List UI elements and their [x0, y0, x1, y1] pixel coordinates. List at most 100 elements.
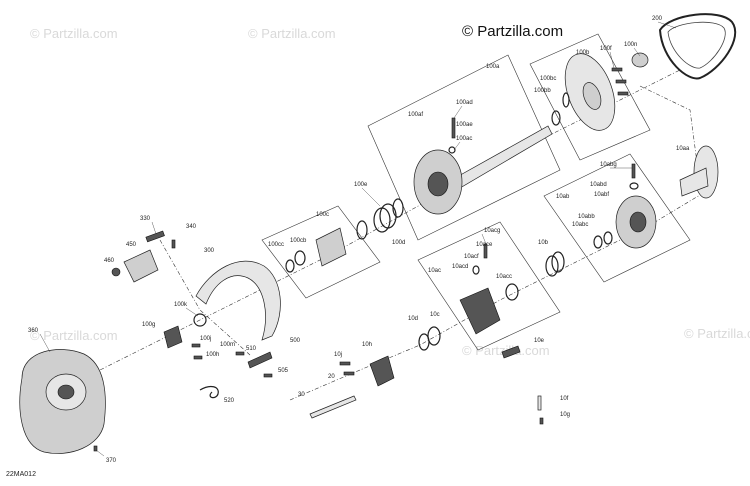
callout-100bb: 100bb: [534, 88, 551, 94]
callout-10b: 10b: [538, 240, 549, 246]
retainer-100g: [163, 325, 183, 349]
callout-100d: 100d: [392, 240, 405, 246]
callout-10aa: 10aa: [676, 146, 690, 152]
washer-100k: [193, 313, 207, 327]
screw-10j: [339, 361, 351, 366]
bolt-10abg: [631, 163, 636, 179]
ring-100cc: [294, 250, 306, 266]
callout-10ace: 10ace: [476, 242, 493, 248]
callout-520: 520: [224, 398, 235, 404]
sheave-core: [629, 211, 647, 233]
belt-inner: [667, 21, 726, 69]
callout-20: 20: [328, 374, 335, 380]
callout-10abb: 10abb: [578, 214, 595, 220]
brand-logo: © Partzilla.com: [462, 23, 563, 40]
callout-10acg: 10acg: [484, 228, 500, 234]
callout-100h: 100h: [206, 352, 219, 358]
screw-505: [263, 373, 273, 378]
callout-100ae: 100ae: [456, 122, 473, 128]
group-box-100a: [367, 54, 561, 241]
watermark: © Partzilla.com: [684, 326, 750, 341]
callout-10abf: 10abf: [594, 192, 609, 198]
screw-370: [93, 445, 98, 452]
callout-510: 510: [246, 346, 257, 352]
callout-10f: 10f: [560, 396, 569, 402]
housing-core: [57, 384, 75, 400]
nut-100n: [631, 52, 649, 68]
washer-10abd: [629, 182, 639, 190]
pin-10f: [537, 395, 542, 411]
ring-10acd: [472, 265, 480, 275]
callout-300: 300: [204, 248, 215, 254]
screw-10g: [539, 417, 544, 425]
washer-100bb: [551, 110, 561, 126]
callout-10g: 10g: [560, 412, 570, 418]
callout-500: 500: [290, 338, 301, 344]
screw-100f-c: [617, 91, 629, 96]
ring-10acc: [505, 283, 519, 301]
callout-100m: 100m: [220, 342, 235, 348]
ring-100cb: [285, 259, 295, 273]
callout-100ad: 100ad: [456, 100, 473, 106]
bolt-10ace: [483, 243, 488, 259]
callout-labels: 200 100n 100f 100b 100a 100bc 100bb 100a…: [28, 16, 690, 464]
leader-lines: [39, 21, 677, 457]
callout-10acc: 10acc: [496, 274, 512, 280]
ring-10c: [427, 326, 441, 346]
callout-100c: 100c: [316, 212, 329, 218]
callout-100k: 100k: [174, 302, 188, 308]
sheave-hub: [582, 82, 602, 110]
screw-100f: [611, 67, 623, 72]
ring-100e: [392, 198, 404, 218]
screw-100h: [193, 355, 203, 360]
washer-100bc: [562, 92, 570, 108]
callout-10c: 10c: [430, 312, 440, 318]
drive-belt: [658, 13, 737, 80]
screw-20: [343, 371, 355, 376]
callout-10j: 10j: [334, 352, 342, 358]
ring-10abb: [603, 231, 613, 245]
callout-10ac: 10ac: [428, 268, 441, 274]
callout-100bc: 100bc: [540, 76, 556, 82]
belt-guard-300: [195, 260, 281, 341]
callout-200: 200: [652, 16, 663, 22]
callout-340: 340: [186, 224, 197, 230]
axis-line: [639, 85, 699, 191]
bracket-500: [247, 351, 273, 369]
callout-100cc: 100cc: [268, 242, 284, 248]
callout-100n: 100n: [624, 42, 637, 48]
group-box-10ac: [417, 221, 561, 351]
cable-520: [199, 385, 219, 399]
callout-10abg: 10abg: [600, 162, 617, 168]
washer-100ac: [448, 146, 456, 154]
callout-460: 460: [104, 258, 115, 264]
ring-100e-b: [356, 220, 368, 240]
watermark: © Partzilla.com: [248, 26, 336, 41]
clip-10e: [501, 345, 521, 359]
callout-100e: 100e: [354, 182, 368, 188]
plate-450: [123, 249, 159, 283]
callout-100cb: 100cb: [290, 238, 307, 244]
callout-10abd: 10abd: [590, 182, 607, 188]
callout-330: 330: [140, 216, 151, 222]
callout-10abc: 10abc: [572, 222, 588, 228]
ring-10d: [418, 333, 430, 351]
callout-100j: 100j: [200, 336, 211, 342]
callout-100ac: 100ac: [456, 136, 472, 142]
screw-340: [171, 239, 176, 249]
driven-shaft: [679, 167, 709, 197]
callout-10acf: 10acf: [464, 254, 479, 260]
callout-100af: 100af: [408, 112, 423, 118]
sheave-spider: [427, 171, 449, 197]
callout-10ab: 10ab: [556, 194, 570, 200]
bolt-100ae: [451, 117, 456, 139]
screw-100f-b: [615, 79, 627, 84]
watermark: © Partzilla.com: [30, 328, 118, 343]
bolt-30: [309, 395, 357, 419]
spring-10b: [545, 255, 559, 277]
callout-10acd: 10acd: [452, 264, 468, 270]
nut-460: [111, 267, 121, 277]
group-box-100c: [261, 205, 381, 299]
callout-10d: 10d: [408, 316, 418, 322]
